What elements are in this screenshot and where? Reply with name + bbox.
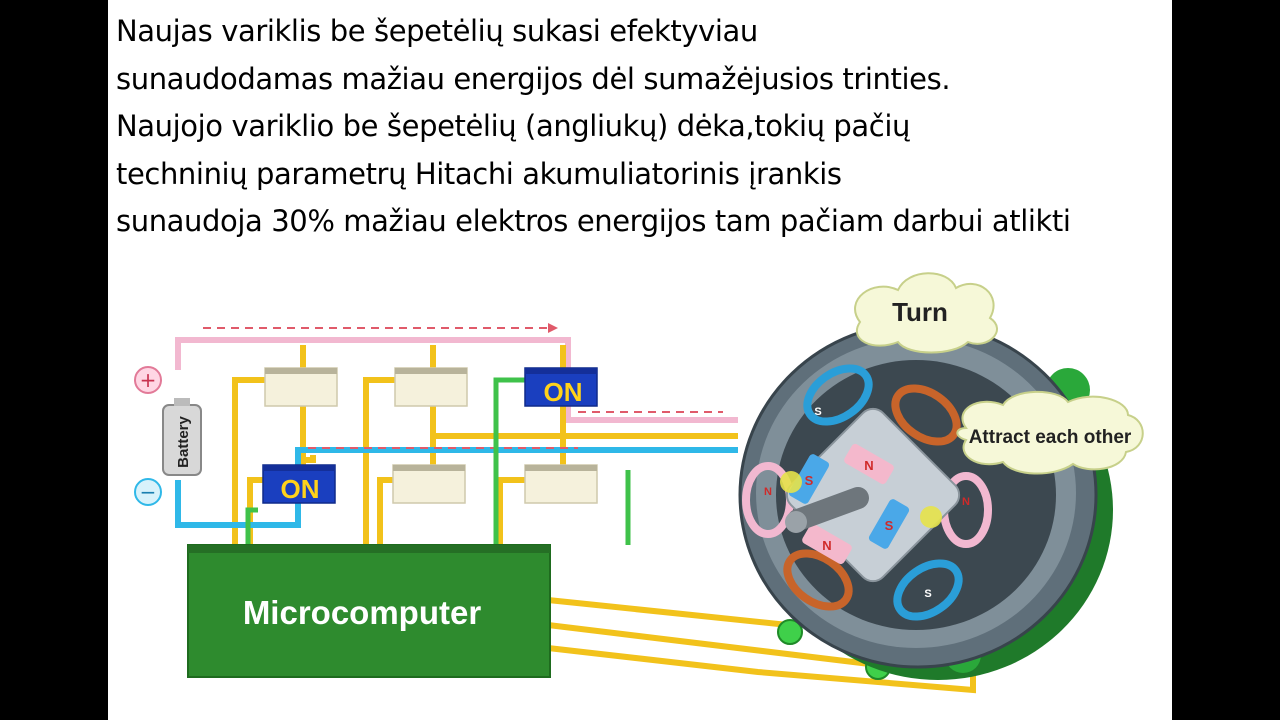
attract-label: Attract each other [969,427,1132,448]
coil-orange-bottom [783,549,853,611]
hall-indicator-1 [780,471,802,493]
slide: Naujas variklis be šepetėlių sukasi efek… [108,0,1172,720]
sensor-wire-2 [547,622,879,668]
letterbox-left [0,0,108,720]
magnet-n-1 [844,443,894,485]
magnet-s-1 [788,454,830,504]
yellow-wire-3 [363,377,398,545]
cyan-wire [175,447,738,528]
battery: + Battery − [134,366,202,506]
pole-label-s-top: S [814,406,821,418]
pole-s-1: S [805,473,814,488]
motor-shaft [787,487,869,531]
switch-6 [524,464,598,504]
arrow-head-top [548,323,558,333]
switch-2 [394,367,468,407]
hall-sensor-1 [777,619,803,645]
pole-label-n-left: N [764,486,772,498]
cloud-shape-attract [956,390,1144,475]
sensor-wire-1 [547,597,789,628]
minus-sign: − [140,480,157,504]
brushless-motor-diagram: + Battery − ON ON [134,272,1144,694]
caption-line-2: sunaudodamas mažiau energijos dėl sumažė… [116,61,951,96]
magnet-s-2 [868,499,910,549]
switch-1 [264,367,338,407]
plus-sign: + [140,368,157,392]
switch-row-top: ON [264,367,598,407]
switch-5 [392,464,466,504]
microcomputer-box [187,544,551,678]
caption-text: Naujas variklis be šepetėlių sukasi efek… [116,8,1172,246]
caption-line-3: Naujojo variklio be šepetėlių (angliukų)… [116,109,910,143]
wiring [175,323,976,694]
coil-orange-top [891,384,961,446]
pole-s-2: S [885,518,894,533]
rotor: S N S N [780,407,961,583]
yellow-wire-5 [497,477,528,545]
pole-n-2: N [822,538,831,553]
pink-wire [175,337,738,423]
switch-3-on-label: ON [544,377,583,407]
caption-line-5: sunaudoja 30% mažiau elektros energijos … [116,204,1071,238]
minus-terminal-icon [134,478,162,506]
magnet-n-2 [802,523,852,565]
switch-row-bottom: ON [262,464,598,504]
microcomputer-label: Microcomputer [243,594,482,631]
turn-callout: Turn [854,272,998,354]
turn-label: Turn [892,297,948,327]
coil-blue-top [803,364,873,426]
plus-terminal-icon [134,366,162,394]
caption-line-1: Naujas variklis be šepetėlių sukasi efek… [116,14,758,48]
switch-4-on-label: ON [281,474,320,504]
yellow-wire-1 [232,377,268,545]
battery-label: Battery [175,415,192,467]
green-wire [245,377,631,545]
battery-cap [174,398,190,406]
coil-blue-bottom [893,559,963,621]
cloud-shape [854,272,998,354]
microcomputer: Microcomputer [187,544,551,678]
letterbox-right [1172,0,1280,720]
pole-n-1: N [864,458,873,473]
pole-label-n-right: N [962,496,970,508]
switch-4-on [262,464,336,504]
hall-indicator-2 [920,506,942,528]
stator-coils [742,364,992,621]
yellow-wire-4 [377,477,396,545]
pole-label-s-bottom: S [924,588,931,600]
caption-line-4: techninių parametrų Hitachi akumuliatori… [116,156,842,191]
yellow-wire-9 [303,455,316,463]
attract-callout: Attract each other [956,390,1144,475]
